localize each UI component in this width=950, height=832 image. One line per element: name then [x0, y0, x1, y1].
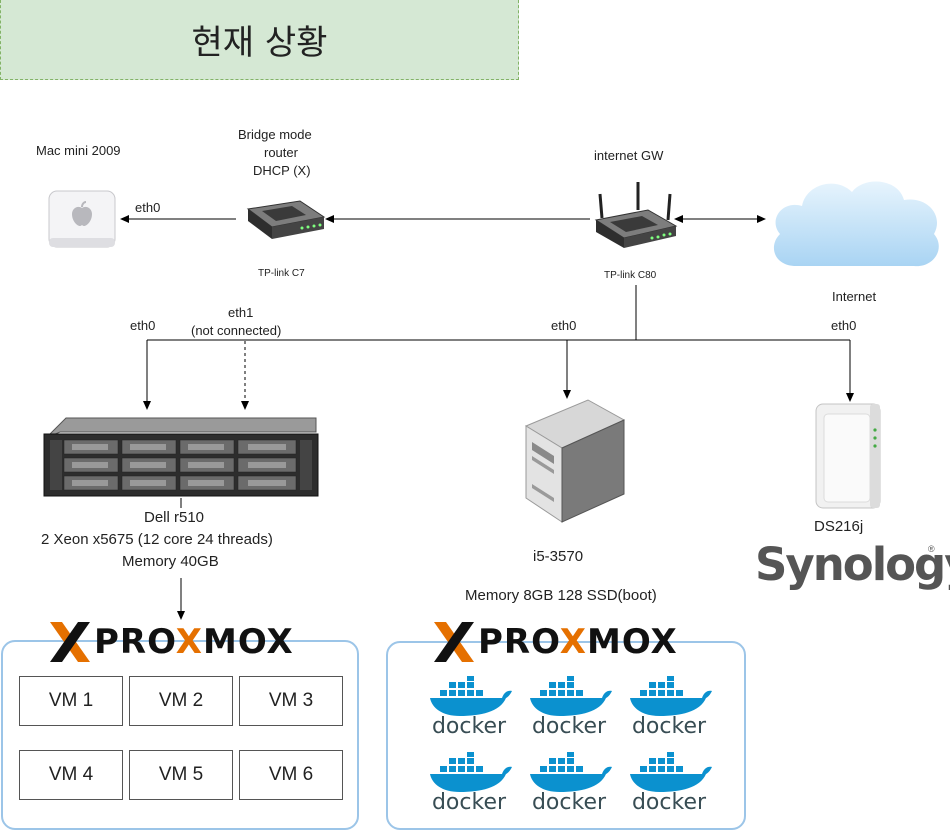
dell-eth1-label-1: eth1 [228, 305, 254, 320]
docker-whale-icon: docker [524, 676, 614, 742]
c7-desc-3: DHCP (X) [253, 163, 311, 178]
page-title: 현재 상황 [0, 0, 519, 80]
i5-eth-label: eth0 [551, 318, 577, 333]
router-icon [246, 200, 326, 239]
internet-label: Internet [832, 289, 877, 304]
vm-box: VM 6 [239, 750, 343, 800]
proxmox-logo: PROXMOX [46, 620, 294, 664]
i5-label: i5-3570 [533, 548, 584, 565]
docker-label: docker [631, 714, 707, 739]
cloud-icon [773, 181, 939, 267]
docker-label: docker [431, 790, 507, 815]
docker-label: docker [631, 790, 707, 815]
vm-box: VM 3 [239, 676, 343, 726]
dell-eth0-label: eth0 [130, 318, 156, 333]
dell-label-2: 2 Xeon x5675 (12 core 24 threads) [41, 531, 273, 548]
registered-mark: ® [928, 544, 935, 554]
docker-whale-icon: docker [624, 752, 714, 818]
c7-desc-2: router [264, 145, 298, 160]
dell-label-3: Memory 40GB [122, 553, 219, 570]
i5-detail: Memory 8GB 128 SSD(boot) [465, 587, 657, 604]
proxmox-x-icon [50, 622, 90, 662]
vm-box: VM 1 [19, 676, 123, 726]
nas-icon [815, 403, 881, 509]
proxmox-vm-panel [1, 640, 359, 830]
vm-box: VM 5 [129, 750, 233, 800]
proxmox-docker-panel [386, 641, 746, 830]
docker-whale-icon: docker [524, 752, 614, 818]
vm-box: VM 4 [19, 750, 123, 800]
rack-server-icon [43, 417, 319, 497]
mac-label: Mac mini 2009 [36, 143, 121, 158]
c80-name: TP-link C80 [604, 270, 657, 281]
vm-box: VM 2 [129, 676, 233, 726]
nas-label: DS216j [814, 518, 864, 535]
proxmox-wordmark: PROXMOX [478, 622, 678, 662]
docker-whale-icon: docker [424, 676, 514, 742]
docker-label: docker [431, 714, 507, 739]
docker-label: docker [531, 714, 607, 739]
nas-eth-label: eth0 [831, 318, 857, 333]
proxmox-logo: PROXMOX [430, 620, 678, 664]
mac-eth-label: eth0 [135, 200, 161, 215]
proxmox-x-icon [434, 622, 474, 662]
c7-desc-1: Bridge mode [238, 127, 312, 142]
proxmox-wordmark: PROXMOX [94, 622, 294, 662]
tower-pc-icon [524, 399, 626, 523]
docker-whale-icon: docker [624, 676, 714, 742]
synology-logo: Synology [755, 538, 950, 591]
dell-label-1: Dell r510 [144, 509, 205, 526]
dell-eth1-label-2: (not connected) [191, 323, 282, 338]
c7-name: TP-link C7 [258, 268, 305, 279]
router-icon [594, 182, 678, 248]
mac-mini-icon [48, 190, 116, 248]
c80-desc: internet GW [594, 148, 664, 163]
docker-whale-icon: docker [424, 752, 514, 818]
docker-label: docker [531, 790, 607, 815]
